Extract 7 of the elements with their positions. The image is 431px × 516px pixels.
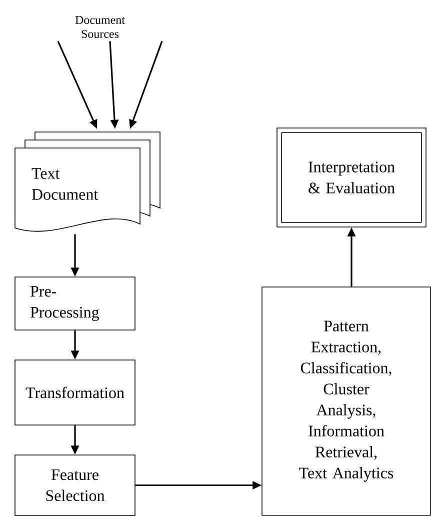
result-box: Interpretation & Evaluation [276, 128, 426, 228]
process-box: Feature Selection [14, 454, 136, 516]
process-box: Transformation [14, 360, 136, 426]
source-label: Document Sources [75, 16, 125, 38]
process-box: Pre-Processing [14, 276, 136, 330]
document-stack: Text Document [14, 132, 160, 232]
process-box: Pattern Extraction, Classification, Cluster Analysis, Information Retrieval, Text Analytics [262, 286, 431, 516]
